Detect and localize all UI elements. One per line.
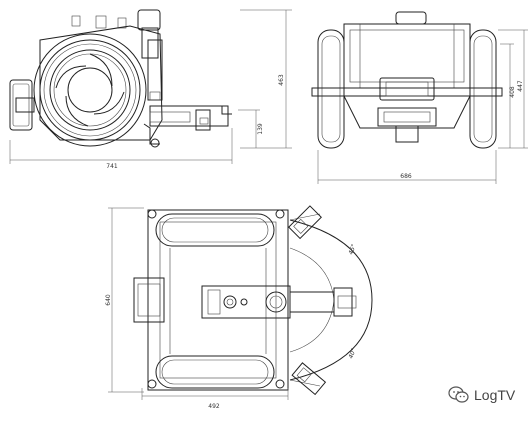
side-view: [9, 9, 292, 164]
top-view: [108, 205, 373, 400]
dim-front-height-outer: 447: [517, 80, 524, 92]
dim-side-length: 741: [106, 163, 118, 170]
dim-front-height-inner: 408: [509, 86, 516, 98]
dim-side-height-total: 463: [278, 74, 285, 86]
top-wheel-upper: [155, 213, 275, 247]
side-wheel-outer: [33, 33, 147, 147]
dim-side-height-lower: 139: [257, 123, 264, 135]
dim-top-length: 640: [105, 294, 112, 306]
top-wheel-lower: [155, 355, 275, 389]
wechat-icon: [448, 386, 469, 403]
front-view: [311, 11, 528, 184]
dim-front-width: 686: [400, 173, 412, 180]
dim-angle-lower: 40°: [347, 347, 357, 359]
watermark-text: LogTV: [474, 387, 516, 403]
dim-angle-upper: 45°: [347, 243, 357, 255]
dim-top-width: 492: [208, 403, 220, 410]
watermark: LogTV: [448, 386, 515, 404]
